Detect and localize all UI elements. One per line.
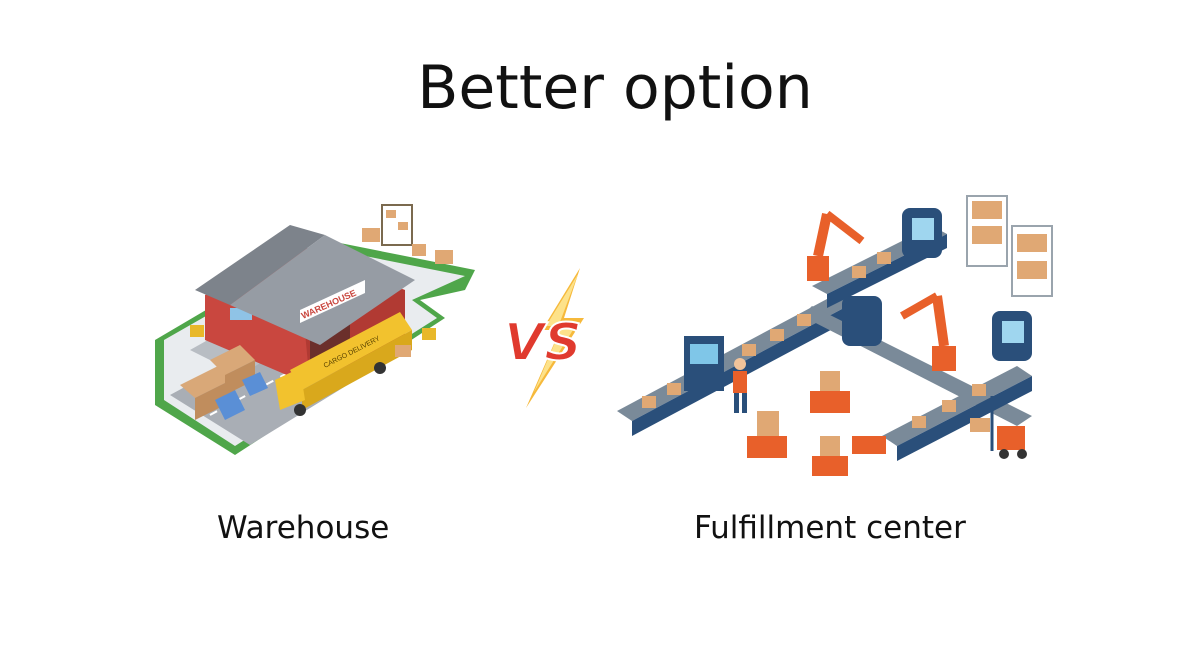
fulfillment-center-caption: Fulfillment center — [694, 510, 966, 546]
page-title: Better option — [417, 53, 813, 123]
vs-text: VS — [504, 313, 582, 373]
warehouse-illustration: WAREHOUSE CARGO DELIVERY — [150, 200, 480, 470]
fulfillment-center-graphic — [617, 195, 1053, 476]
vs-graphic: VS — [503, 268, 584, 408]
fulfillment-center-illustration — [612, 186, 1064, 482]
warehouse-caption: Warehouse — [217, 510, 390, 546]
vs-badge: VS — [498, 268, 608, 408]
warehouse-graphic: WAREHOUSE CARGO DELIVERY — [155, 204, 475, 455]
